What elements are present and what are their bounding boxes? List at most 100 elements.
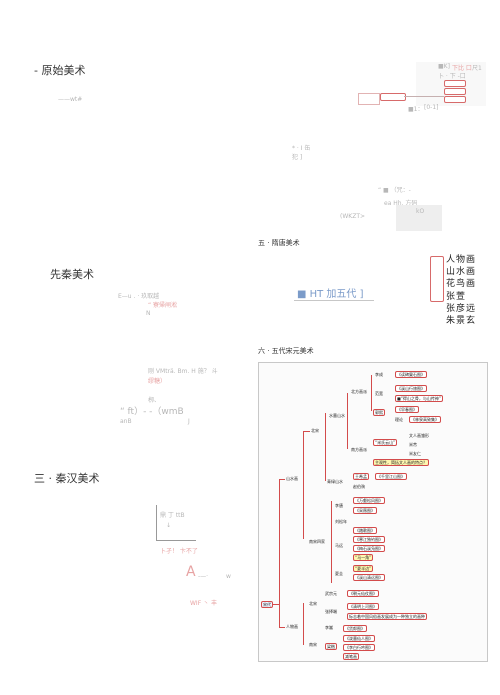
map-fragment-text: * · I 缶	[292, 145, 311, 152]
note-line: WIF 丶 丰	[190, 600, 217, 607]
node-guo-xi: 郭熙	[373, 409, 385, 416]
map-fragment-text: (WKZT>	[340, 213, 366, 220]
node-liang-kai: 梁楷	[325, 643, 337, 650]
map-fragment-text: ■K]	[438, 63, 450, 70]
connector	[273, 604, 279, 605]
node-mi-youren: 米友仁	[409, 451, 421, 456]
connector	[371, 375, 372, 411]
node-south-school: 南方画派	[351, 447, 367, 452]
node-work: 《踏歌图》	[353, 527, 377, 534]
node-li-song: 李嵩	[325, 625, 333, 630]
node-work: 《千里江山图》	[375, 473, 407, 480]
node-work: 《采薇图》	[353, 507, 377, 514]
node-work: 《溪山清远图》	[353, 574, 385, 581]
heading-five-dynasties-song-yuan-art: 六 · 五代宋元美术	[258, 347, 314, 355]
note-line: w	[226, 573, 231, 580]
node-work: 《清明上河图》	[347, 603, 379, 610]
note-line: E—u . · 玖取越	[118, 293, 160, 300]
map-fragment-node	[444, 96, 466, 103]
connector	[279, 479, 280, 627]
node-work: 《万壑松风图》	[353, 497, 385, 504]
qin-han-vertical-rule	[156, 505, 157, 540]
label-figure-painting: 人物画	[446, 255, 477, 265]
note-letter: A	[186, 564, 196, 580]
map-fragment-node	[444, 88, 466, 95]
connector	[325, 413, 326, 481]
connector	[347, 393, 348, 449]
node-blue-green-landscape: 青绿山水	[327, 479, 343, 484]
map-fragment-text: kO	[416, 208, 425, 215]
connector	[331, 501, 332, 583]
node-work: 《寒江独钓图》	[353, 536, 385, 543]
node-nickname: “夏半边”	[353, 565, 374, 572]
connector	[303, 603, 304, 645]
node-work: 《梅石溪凫图》	[353, 545, 385, 552]
heading-qin-han-art: 三 · 秦汉美术	[34, 472, 100, 485]
node-technique: 减笔画	[343, 653, 359, 660]
node-work: 《早春图》	[395, 406, 419, 413]
label-zhu-jingxuan: 朱景玄	[446, 316, 477, 326]
node-north-song: 北宋	[311, 428, 319, 433]
heading-sui-tang-art: 五 · 隋唐美术	[258, 239, 300, 247]
map-fragment-node	[380, 93, 406, 101]
node-literati: 文人画雏形	[409, 433, 429, 438]
sui-tang-callout: ■ HT 加五代 ]	[297, 289, 364, 300]
label-zhang-xuan: 张萱	[446, 292, 467, 302]
node-root-song: 宋代	[261, 601, 273, 608]
node-work: 《泼墨仙人图》	[343, 635, 375, 642]
note-line: 栁、	[148, 397, 161, 404]
node-xia-gui: 夏圭	[335, 571, 343, 576]
note-line: -—·	[198, 573, 209, 580]
qin-han-horizontal-rule	[156, 540, 196, 541]
map-fragment-text: ■1：	[408, 106, 424, 113]
note-line: “ 寮帰闸淞	[148, 302, 178, 309]
map-fragment-text: 卜 · 下 -口	[438, 73, 466, 80]
map-fragment-text: ea Hh. 方码	[384, 200, 418, 207]
node-wu-zongyuan: 武宗元	[325, 591, 337, 596]
node-mi-fu: 米芾	[409, 442, 417, 447]
map-fragment-node	[444, 80, 466, 87]
label-bird-flower-painting: 花鸟画	[446, 279, 477, 289]
node-work: 《李白行吟图》	[343, 644, 375, 651]
node-work: 《读碑窠石图》	[395, 371, 427, 378]
node-zhang-zeduan: 张择端	[325, 609, 337, 614]
map-fragment-text: 犯 ]	[292, 154, 303, 161]
sui-tang-branch-group	[430, 256, 444, 302]
heading-primitive-art: - 原始美术	[34, 64, 86, 77]
node-liu-songnian: 刘松年	[335, 519, 347, 524]
node-li-cheng: 李成	[375, 372, 383, 377]
map-fragment-node	[358, 93, 380, 105]
connector	[279, 627, 285, 628]
note-line: anB	[120, 418, 132, 425]
label-landscape-painting: 山水画	[446, 267, 477, 277]
map-fragment-connector	[404, 96, 444, 97]
map-fragment-text: [0-1]	[424, 104, 439, 111]
node-south-song-figure: 南宋	[309, 642, 317, 647]
note-line: N	[146, 310, 151, 317]
node-significance: 标志着中国风俗画发展成为一种独立的画种	[347, 613, 427, 620]
node-theory: 理论	[395, 417, 403, 422]
map-fragment-panel	[396, 205, 442, 231]
node-work: 《溪山行旅图》	[395, 385, 427, 392]
node-work: 《货郎图》	[343, 625, 367, 632]
connector	[279, 479, 285, 480]
node-work: 《林泉高致集》	[409, 416, 441, 423]
note-primitive: ——wt#	[58, 96, 83, 103]
node-work: 《朝元仙仗图》	[347, 590, 379, 597]
map-fragment-text: “ ■ （咒：-	[378, 187, 411, 194]
note-line: 缪糖）	[148, 378, 167, 385]
node-figure-painting: 人物画	[286, 624, 298, 629]
node-north-song-figure: 北宋	[309, 601, 317, 606]
song-art-mind-map: 宋代 山水画 北宋 水墨山水 北方画派 李成 《读碑窠石图》 范宽 《溪山行旅图…	[258, 362, 488, 662]
node-nickname: “马一角”	[353, 554, 374, 561]
note-line: 刚 VMträ. Bm. H 施？ 斗	[148, 368, 218, 375]
node-fan-kuan: 范宽	[375, 391, 383, 396]
node-question: 主观性，简括文人画的特点？	[373, 459, 429, 466]
note-line: ↓	[166, 522, 172, 529]
node-mi-clouds: “米氏云山”	[373, 439, 398, 446]
node-zhao-boju: 赵伯驹	[353, 484, 365, 489]
node-landscape: 山水画	[286, 476, 298, 481]
note-line: “ ft）- -（wmB	[120, 407, 184, 417]
map-fragment-text: 尺1	[472, 65, 482, 72]
node-wang-ximeng: 王希孟	[353, 473, 369, 480]
